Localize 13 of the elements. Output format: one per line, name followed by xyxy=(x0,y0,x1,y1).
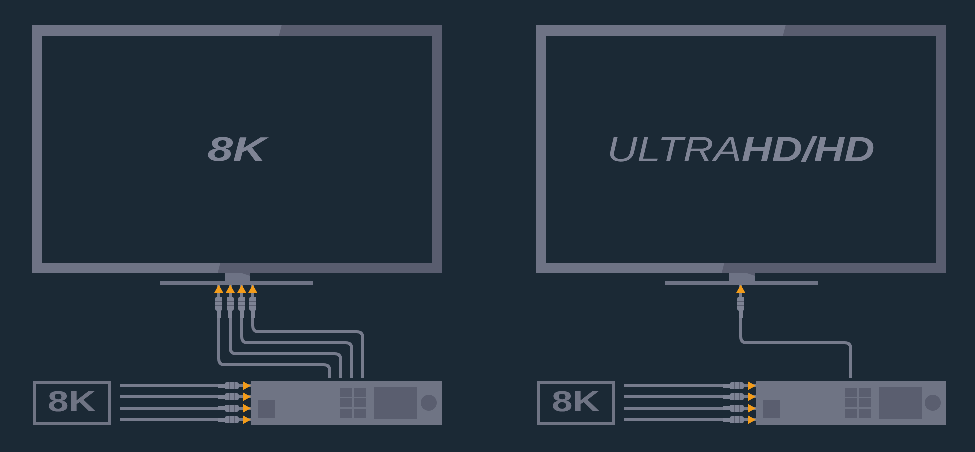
resolution-label: 8K xyxy=(552,388,600,418)
rack-device xyxy=(756,381,946,425)
resolution-label: 8K xyxy=(208,132,266,166)
resolution-label: ULTRAHD/HD xyxy=(607,132,875,167)
source-box xyxy=(33,381,111,425)
resolution-label: 8K xyxy=(48,388,96,418)
cable-arrow xyxy=(248,285,364,381)
cable-arrow xyxy=(214,285,332,381)
rack-device xyxy=(251,381,442,425)
cable-arrow xyxy=(736,285,852,381)
cable-arrow xyxy=(238,285,354,381)
cable-arrow xyxy=(226,285,342,381)
source-box xyxy=(537,381,615,425)
